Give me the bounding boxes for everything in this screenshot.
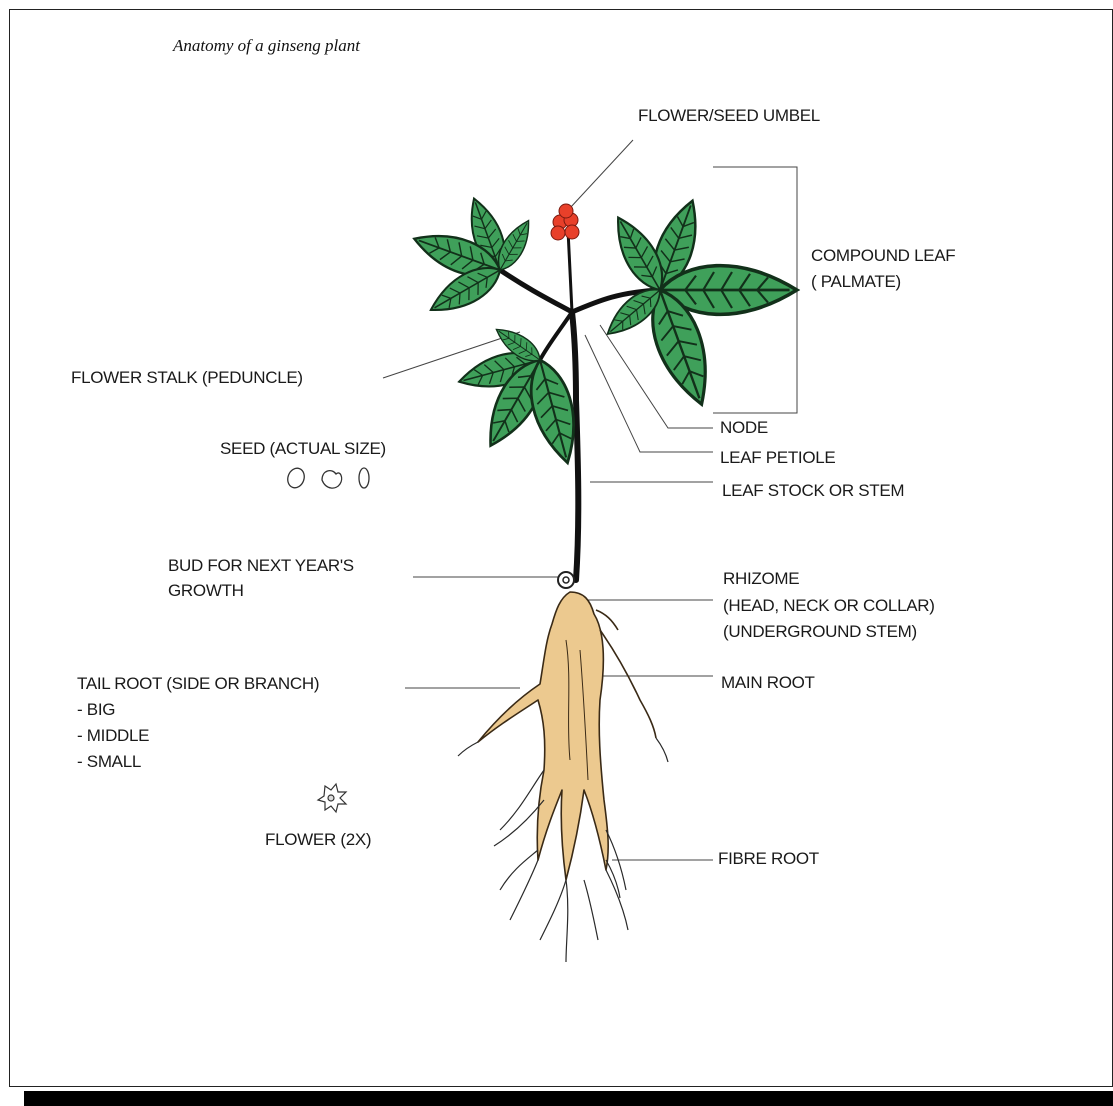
seed-icons <box>285 466 369 490</box>
label-node: NODE <box>720 416 768 440</box>
label-fibre-root: FIBRE ROOT <box>718 847 819 871</box>
label-tail-root-small: - SMALL <box>77 750 141 774</box>
label-bud: BUD FOR NEXT YEAR'S <box>168 554 354 578</box>
label-rhizome-head: (HEAD, NECK OR COLLAR) <box>723 594 935 618</box>
flower-icon <box>318 784 346 812</box>
label-compound-leaf: COMPOUND LEAF <box>811 244 955 268</box>
berry-umbel <box>551 204 579 240</box>
label-flower-seed-umbel: FLOWER/SEED UMBEL <box>638 104 820 128</box>
label-bud-growth: GROWTH <box>168 579 244 603</box>
label-compound-leaf-palmate: ( PALMATE) <box>811 270 901 294</box>
label-flower: FLOWER (2X) <box>265 828 371 852</box>
label-flower-stalk: FLOWER STALK (PEDUNCLE) <box>71 366 303 390</box>
label-main-root: MAIN ROOT <box>721 671 815 695</box>
label-leaf-petiole: LEAF PETIOLE <box>720 446 835 470</box>
root-system <box>478 592 656 880</box>
bud <box>558 572 574 588</box>
label-rhizome: RHIZOME <box>723 567 799 591</box>
label-tail-root-big: - BIG <box>77 698 115 722</box>
label-tail-root-middle: - MIDDLE <box>77 724 149 748</box>
label-rhizome-underground: (UNDERGROUND STEM) <box>723 620 917 644</box>
label-seed: SEED (ACTUAL SIZE) <box>220 437 386 461</box>
label-tail-root: TAIL ROOT (SIDE OR BRANCH) <box>77 672 319 696</box>
label-leaf-stock: LEAF STOCK OR STEM <box>722 479 904 503</box>
